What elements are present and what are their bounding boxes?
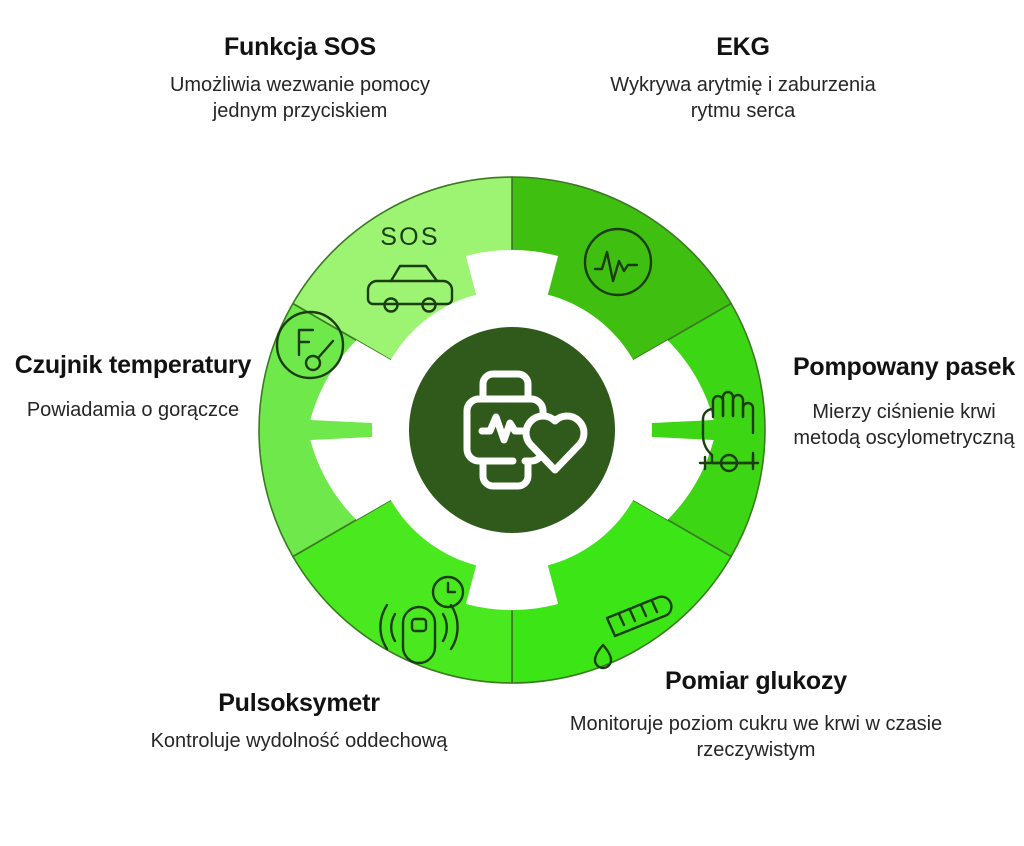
callout-ekg: EKG Wykrywa arytmię i zaburzenia rytmu s…	[600, 32, 886, 125]
callout-glucose: Pomiar glukozy Monitoruje poziom cukru w…	[556, 666, 956, 764]
callout-sos-desc: Umożliwia wezwanie pomocy jednym przycis…	[169, 73, 431, 123]
callout-ekg-desc: Wykrywa arytmię i zaburzenia rytmu serca	[610, 73, 876, 123]
callout-temperature-title: Czujnik temperatury	[14, 351, 252, 379]
test-strip-blood-drop-icon	[593, 595, 673, 670]
sos-label: SOS	[380, 223, 439, 251]
hand-cuff-icon	[698, 390, 760, 473]
callout-ekg-title: EKG	[716, 33, 770, 61]
fingertip-pulse-clock-icon	[379, 575, 465, 665]
sos-ambulance-icon: SOS	[366, 223, 454, 313]
callout-temperature-desc: Powiadamia o gorączce	[26, 398, 240, 421]
callout-glucose-desc: Monitoruje poziom cukru we krwi w czasie…	[569, 712, 943, 762]
thermometer-gauge-icon	[275, 310, 345, 380]
feature-wheel: SOS	[258, 176, 766, 684]
smartwatch-heart-icon	[463, 370, 588, 490]
callout-sos-title: Funkcja SOS	[223, 33, 376, 61]
callout-oximeter-title: Pulsoksymetr	[218, 689, 380, 717]
callout-cuff-desc: Mierzy ciśnienie krwi metodą oscylometry…	[793, 400, 1015, 450]
callout-cuff-title: Pompowany pasek	[792, 353, 1016, 381]
callout-sos: Funkcja SOS Umożliwia wezwanie pomocy je…	[146, 32, 454, 125]
callout-temperature: Czujnik temperatury Powiadamia o gorączc…	[8, 350, 258, 423]
callout-glucose-title: Pomiar glukozy	[665, 667, 847, 695]
callout-oximeter: Pulsoksymetr Kontroluje wydolność oddech…	[130, 688, 468, 754]
wheel-segment-cuff[interactable]	[510, 302, 766, 558]
callout-cuff: Pompowany pasek Mierzy ciśnienie krwi me…	[790, 352, 1018, 452]
callout-oximeter-desc: Kontroluje wydolność oddechową	[150, 729, 448, 752]
ecg-waveform-circle-icon	[583, 227, 653, 297]
